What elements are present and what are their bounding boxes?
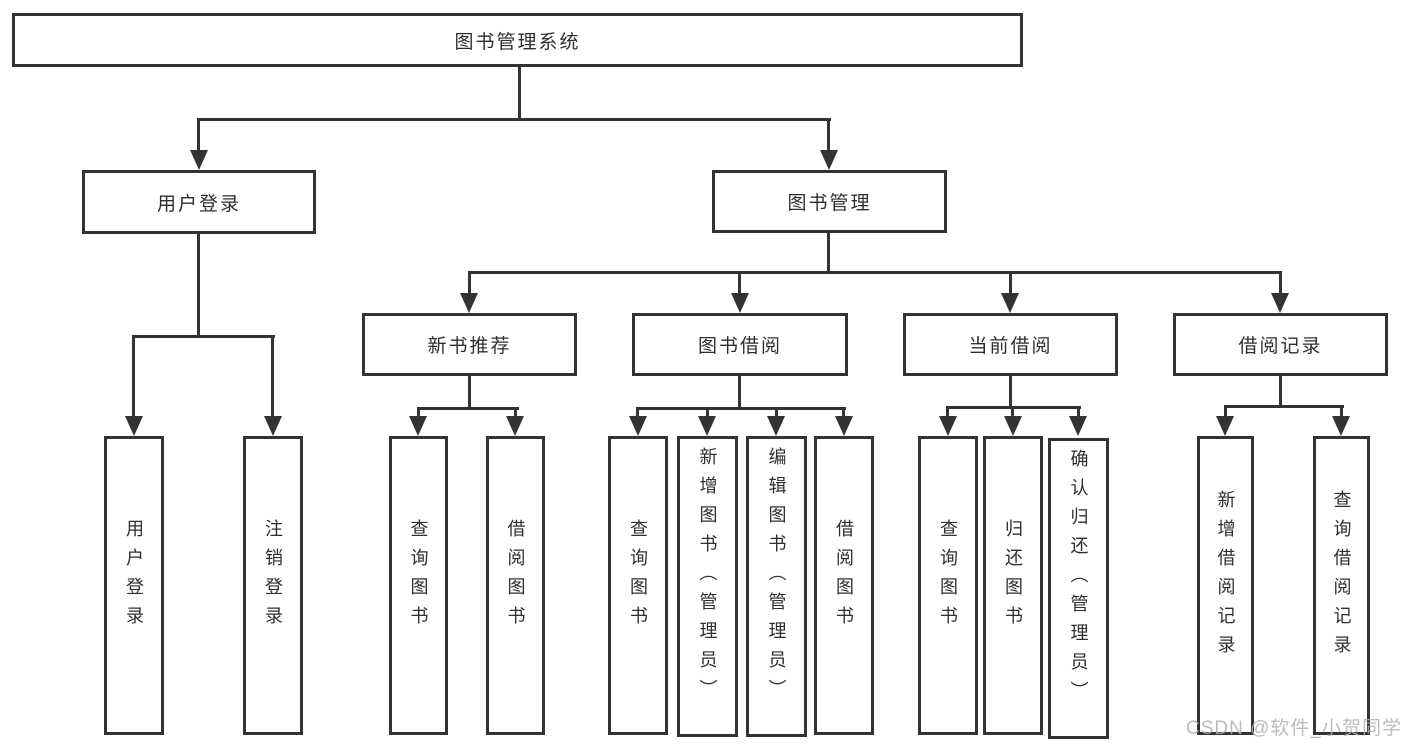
arrow-down-icon (820, 150, 838, 170)
node-leaf-borrowing-add-book-admin: 新增图书（管理员） (677, 436, 738, 737)
connector-line (1009, 271, 1012, 295)
arrow-down-icon (1001, 293, 1019, 313)
connector-line (827, 233, 830, 273)
connector-line (197, 118, 200, 152)
node-borrowing-records: 借阅记录 (1173, 313, 1388, 376)
arrow-down-icon (1216, 416, 1234, 436)
node-user-login: 用户登录 (82, 170, 316, 234)
node-leaf-records-query-borrow-record: 查询借阅记录 (1313, 436, 1370, 735)
arrow-down-icon (1069, 416, 1087, 436)
arrow-down-icon (264, 416, 282, 436)
arrow-down-icon (506, 416, 524, 436)
connector-line (738, 376, 741, 410)
connector-line (636, 407, 639, 419)
connector-line (417, 407, 420, 419)
node-leaf-recommend-borrow-book: 借阅图书 (486, 436, 545, 735)
node-current-borrowing: 当前借阅 (903, 313, 1118, 376)
node-leaf-borrowing-borrow-book: 借阅图书 (814, 436, 874, 735)
arrow-down-icon (1004, 416, 1022, 436)
connector-line (1279, 271, 1282, 295)
connector-line (1011, 406, 1014, 419)
connector-line (775, 407, 778, 419)
connector-line (1224, 405, 1344, 408)
arrow-down-icon (767, 416, 785, 436)
arrow-down-icon (1332, 416, 1350, 436)
arrow-down-icon (125, 416, 143, 436)
node-library-management-system: 图书管理系统 (12, 13, 1023, 67)
node-book-borrowing: 图书借阅 (632, 313, 848, 376)
connector-line (1340, 405, 1343, 419)
connector-line (197, 118, 831, 121)
node-leaf-current-return-book: 归还图书 (983, 436, 1043, 735)
connector-line (132, 335, 135, 418)
node-leaf-user-login: 用户登录 (104, 436, 164, 735)
node-leaf-recommend-query-book: 查询图书 (389, 436, 448, 735)
connector-line (1077, 406, 1080, 419)
connector-line (1009, 376, 1012, 409)
arrow-down-icon (409, 416, 427, 436)
arrow-down-icon (1271, 293, 1289, 313)
node-leaf-logout: 注销登录 (243, 436, 303, 735)
node-book-management: 图书管理 (712, 170, 947, 233)
connector-line (738, 271, 741, 295)
arrow-down-icon (698, 416, 716, 436)
connector-line (468, 271, 1282, 274)
node-leaf-current-query-book: 查询图书 (918, 436, 978, 735)
connector-line (417, 407, 519, 410)
connector-line (1224, 405, 1227, 419)
node-leaf-current-confirm-return-admin: 确认归还（管理员） (1048, 438, 1109, 739)
node-leaf-borrowing-edit-book-admin: 编辑图书（管理员） (746, 436, 807, 737)
arrow-down-icon (835, 416, 853, 436)
arrow-down-icon (460, 293, 478, 313)
connector-line (636, 407, 846, 410)
connector-line (946, 406, 949, 419)
connector-line (706, 407, 709, 419)
arrow-down-icon (190, 150, 208, 170)
connector-line (132, 335, 275, 338)
node-leaf-records-add-borrow-record: 新增借阅记录 (1197, 436, 1254, 735)
connector-line (197, 234, 200, 338)
arrow-down-icon (939, 416, 957, 436)
connector-line (518, 66, 521, 119)
node-leaf-borrowing-query-book: 查询图书 (608, 436, 668, 735)
arrow-down-icon (731, 293, 749, 313)
connector-line (271, 335, 274, 418)
node-new-book-recommend: 新书推荐 (362, 313, 577, 376)
connector-line (827, 118, 830, 152)
watermark: CSDN @软件_小贺同学 (1186, 718, 1402, 739)
connector-line (468, 271, 471, 295)
arrow-down-icon (629, 416, 647, 436)
connector-line (468, 376, 471, 410)
connector-line (842, 407, 845, 419)
connector-line (514, 407, 517, 419)
connector-line (1279, 376, 1282, 408)
